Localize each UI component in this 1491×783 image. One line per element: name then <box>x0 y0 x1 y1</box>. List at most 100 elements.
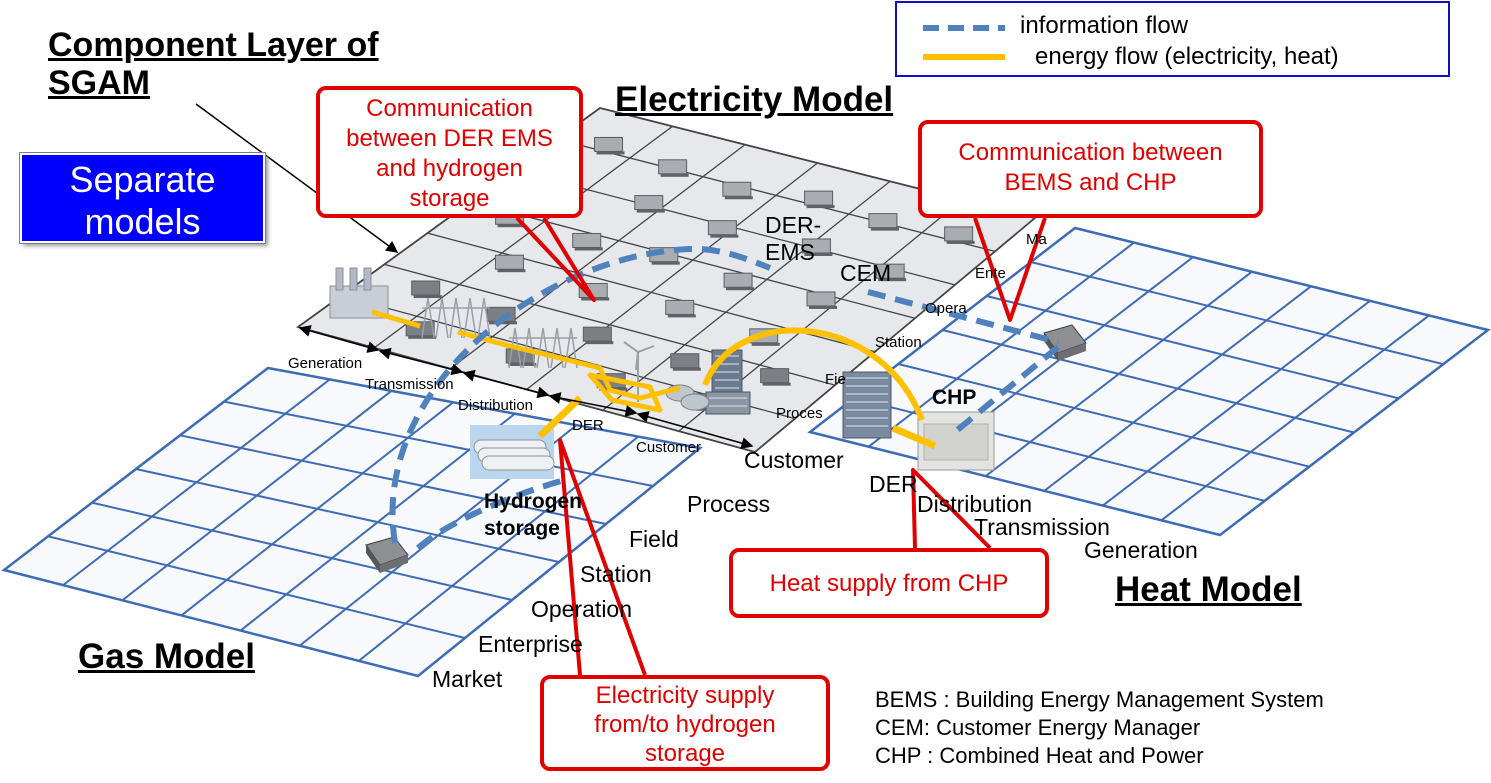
heat-plane-gridline <box>986 295 1399 400</box>
component-box-edge <box>651 261 680 265</box>
chp-label: CHP <box>932 386 977 409</box>
component-box-face <box>594 136 624 152</box>
heat-plane-gridline <box>1030 261 1444 366</box>
cem-label: CEM <box>840 260 892 286</box>
component-box-edge <box>660 173 689 177</box>
substation-strut <box>528 327 536 369</box>
component-box <box>804 190 835 209</box>
component-box-face <box>722 181 752 197</box>
domain-span-arrow <box>636 411 754 449</box>
component-box-edge <box>804 252 833 256</box>
component-box-face <box>411 280 441 296</box>
component-box-edge <box>596 151 625 155</box>
substation-icon <box>508 327 578 369</box>
substation-strut <box>536 327 544 369</box>
callout-pointer <box>558 438 647 676</box>
zone-field-partial: Fie <box>825 371 846 388</box>
component-box-face <box>868 213 898 229</box>
chp-panel <box>923 423 989 461</box>
substation-strut <box>477 297 485 339</box>
heat-domain-der: DER <box>869 471 918 497</box>
component-box <box>658 159 689 177</box>
separate-models-box: Separate models <box>19 152 266 244</box>
component-box-edge <box>672 367 701 371</box>
info-flow-line <box>416 477 566 551</box>
info-flow-line <box>953 344 1060 435</box>
electricity-plane-gridline <box>449 144 746 370</box>
bems-building-icon-body <box>842 371 892 439</box>
component-box-face <box>582 326 612 342</box>
component-box-edge <box>726 287 755 291</box>
domain-span-arrow <box>298 325 380 353</box>
component-box <box>875 263 907 282</box>
substation-strut <box>449 297 457 339</box>
domain-transmission: Transmission <box>365 376 454 393</box>
component-box <box>722 181 753 200</box>
factory-icon-body <box>705 391 751 415</box>
zone-field: Field <box>629 526 679 552</box>
domain-generation: Generation <box>288 355 363 372</box>
component-box-face <box>665 299 695 315</box>
component-box <box>494 254 526 273</box>
component-box-face <box>806 291 836 307</box>
glossary-cem: CEM: Customer Energy Manager <box>875 715 1201 740</box>
component-box <box>582 326 614 345</box>
domain-der: DER <box>572 417 604 434</box>
component-box-face <box>658 159 688 175</box>
domain-distribution: Distribution <box>458 397 534 414</box>
component-box-edge <box>497 269 526 273</box>
hydrogen-tank-cylinder <box>481 455 555 471</box>
component-box-edge <box>809 305 838 309</box>
component-box <box>806 291 838 309</box>
substation-strut <box>435 297 443 339</box>
callout-electricity-supply: Electricity supply from/to hydrogen stor… <box>540 675 830 771</box>
zone-operation-partial: Opera <box>925 300 967 317</box>
callout-pointer <box>911 468 992 550</box>
component-box <box>634 195 665 213</box>
component-box-edge <box>508 362 537 366</box>
energy-flow-line <box>587 372 663 413</box>
der-ems-label: DER- EMS <box>765 212 822 265</box>
factory-icon <box>705 391 751 415</box>
substation-strut <box>550 327 558 369</box>
glossary-bems: BEMS : Building Energy Management System <box>875 687 1324 712</box>
component-box-edge <box>574 247 603 251</box>
heat-plane-gridline <box>942 329 1355 434</box>
plant-chimney <box>363 267 372 291</box>
legend-box: information flow energy flow (electricit… <box>895 1 1450 77</box>
energy-flow-line <box>891 424 937 450</box>
substation-strut <box>483 297 491 339</box>
zone-market: Market <box>432 666 503 692</box>
bems-building-icon <box>842 371 892 439</box>
component-box-edge <box>585 341 614 345</box>
component-box-edge <box>724 196 753 200</box>
component-box-edge <box>489 321 518 325</box>
gas-plane-gridline <box>135 468 560 563</box>
component-box-edge <box>878 278 907 282</box>
component-box-face <box>634 195 664 211</box>
electricity-plane-gridline <box>373 125 673 349</box>
zone-station: Station <box>580 561 652 587</box>
heat-domain-transmission: Transmission <box>974 514 1110 540</box>
substation-strut <box>556 327 564 369</box>
substation-strut <box>542 327 550 369</box>
glossary-chp: CHP : Combined Heat and Power <box>875 743 1204 768</box>
hydrogen-storage-label: Hydrogen storage <box>484 490 583 540</box>
gas-plane-gridline <box>47 535 466 639</box>
storage-tank-icon <box>680 393 710 411</box>
component-box <box>723 272 755 291</box>
zone-process: Process <box>687 491 771 517</box>
gas-gateway-device <box>365 536 409 573</box>
component-box-edge <box>946 240 975 244</box>
electricity-plane-gridline <box>602 180 891 411</box>
component-box-face <box>707 220 737 236</box>
substation-strut <box>427 297 435 339</box>
zone-market-partial: Ma <box>1026 231 1047 248</box>
component-box-face <box>944 226 974 242</box>
heat-domain-distribution: Distribution <box>917 491 1033 517</box>
substation-strut <box>441 297 449 339</box>
component-box <box>411 280 442 299</box>
domain-span-arrow <box>548 392 638 417</box>
component-box-edge <box>806 205 835 209</box>
component-layer-title: Component Layer of SGAM <box>48 26 379 102</box>
